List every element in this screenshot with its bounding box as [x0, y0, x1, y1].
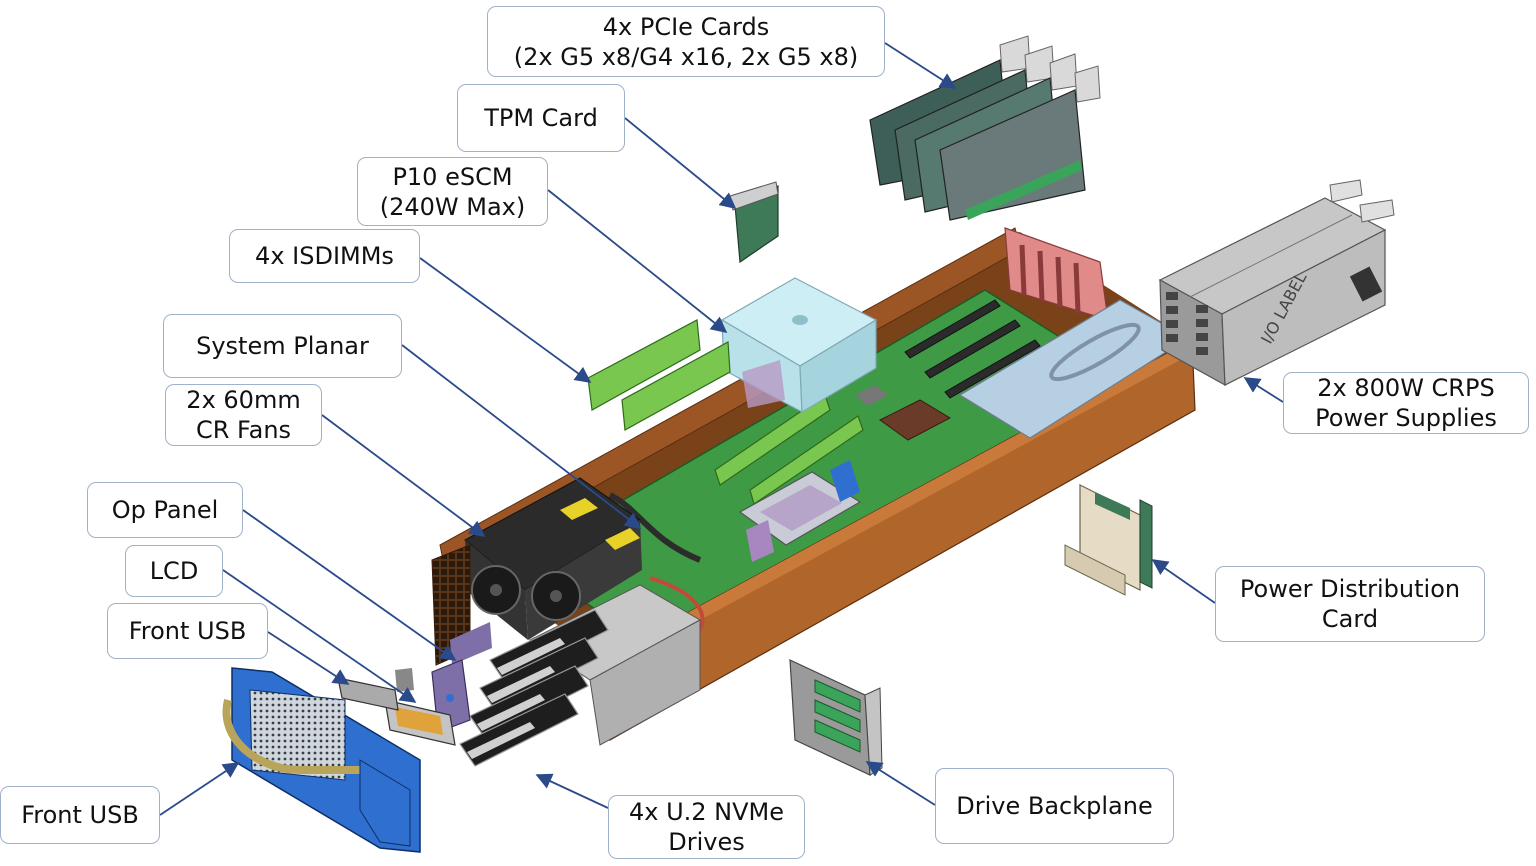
callout-nvme-drives: 4x U.2 NVMe Drives	[608, 795, 805, 859]
leader-pcie	[884, 42, 957, 89]
callout-tpm-card: TPM Card	[457, 84, 625, 152]
leader-pdc	[1151, 559, 1216, 604]
leader-front-usb-lower	[159, 762, 240, 816]
vrm-heatsink	[879, 399, 952, 441]
dimm-slots	[714, 394, 864, 505]
callout-p10-escm: P10 eSCM (240W Max)	[357, 157, 548, 226]
callout-front-usb-lower: Front USB	[0, 786, 160, 844]
callout-isdimms: 4x ISDIMMs	[229, 229, 420, 283]
leader-psu	[1243, 377, 1284, 403]
callout-power-distribution: Power Distribution Card	[1215, 566, 1485, 642]
cr-fans	[464, 477, 642, 640]
drive-backplane-part	[789, 659, 883, 776]
tpm-card-part	[729, 181, 779, 264]
leader-lcd	[222, 569, 417, 703]
leader-op-panel	[242, 509, 457, 661]
leader-front-usb-upper	[267, 631, 350, 685]
leader-tpm	[624, 117, 737, 210]
nvme-drives	[459, 609, 609, 767]
power-supplies-part: I/O LABEL	[1158, 179, 1395, 387]
isdimm-modules	[587, 319, 731, 431]
chassis	[431, 227, 1196, 767]
leader-escm	[547, 189, 728, 334]
callout-power-supplies: 2x 800W CRPS Power Supplies	[1283, 372, 1529, 434]
callout-drive-backplane: Drive Backplane	[935, 768, 1174, 844]
leader-lines	[159, 42, 1284, 816]
callout-system-planar: System Planar	[163, 314, 402, 378]
callout-cr-fans: 2x 60mm CR Fans	[165, 384, 322, 446]
callout-pcie-cards: 4x PCIe Cards (2x G5 x8/G4 x16, 2x G5 x8…	[487, 6, 885, 77]
escm-heatsink	[720, 277, 878, 414]
leader-isdimms	[419, 257, 592, 383]
callout-op-panel: Op Panel	[87, 482, 243, 538]
callout-front-usb-upper: Front USB	[107, 603, 268, 659]
front-bezel-part	[222, 667, 421, 853]
pcie-cards-group	[869, 35, 1101, 221]
leader-backplane	[865, 761, 936, 806]
leader-planar	[401, 344, 642, 529]
pcie-card	[939, 65, 1101, 221]
leader-fans	[321, 414, 486, 537]
lcd-part	[384, 699, 456, 746]
callout-lcd: LCD	[125, 545, 223, 597]
power-distribution-card-part	[1064, 484, 1153, 596]
front-usb-part	[337, 668, 414, 711]
leader-nvme	[535, 773, 609, 809]
